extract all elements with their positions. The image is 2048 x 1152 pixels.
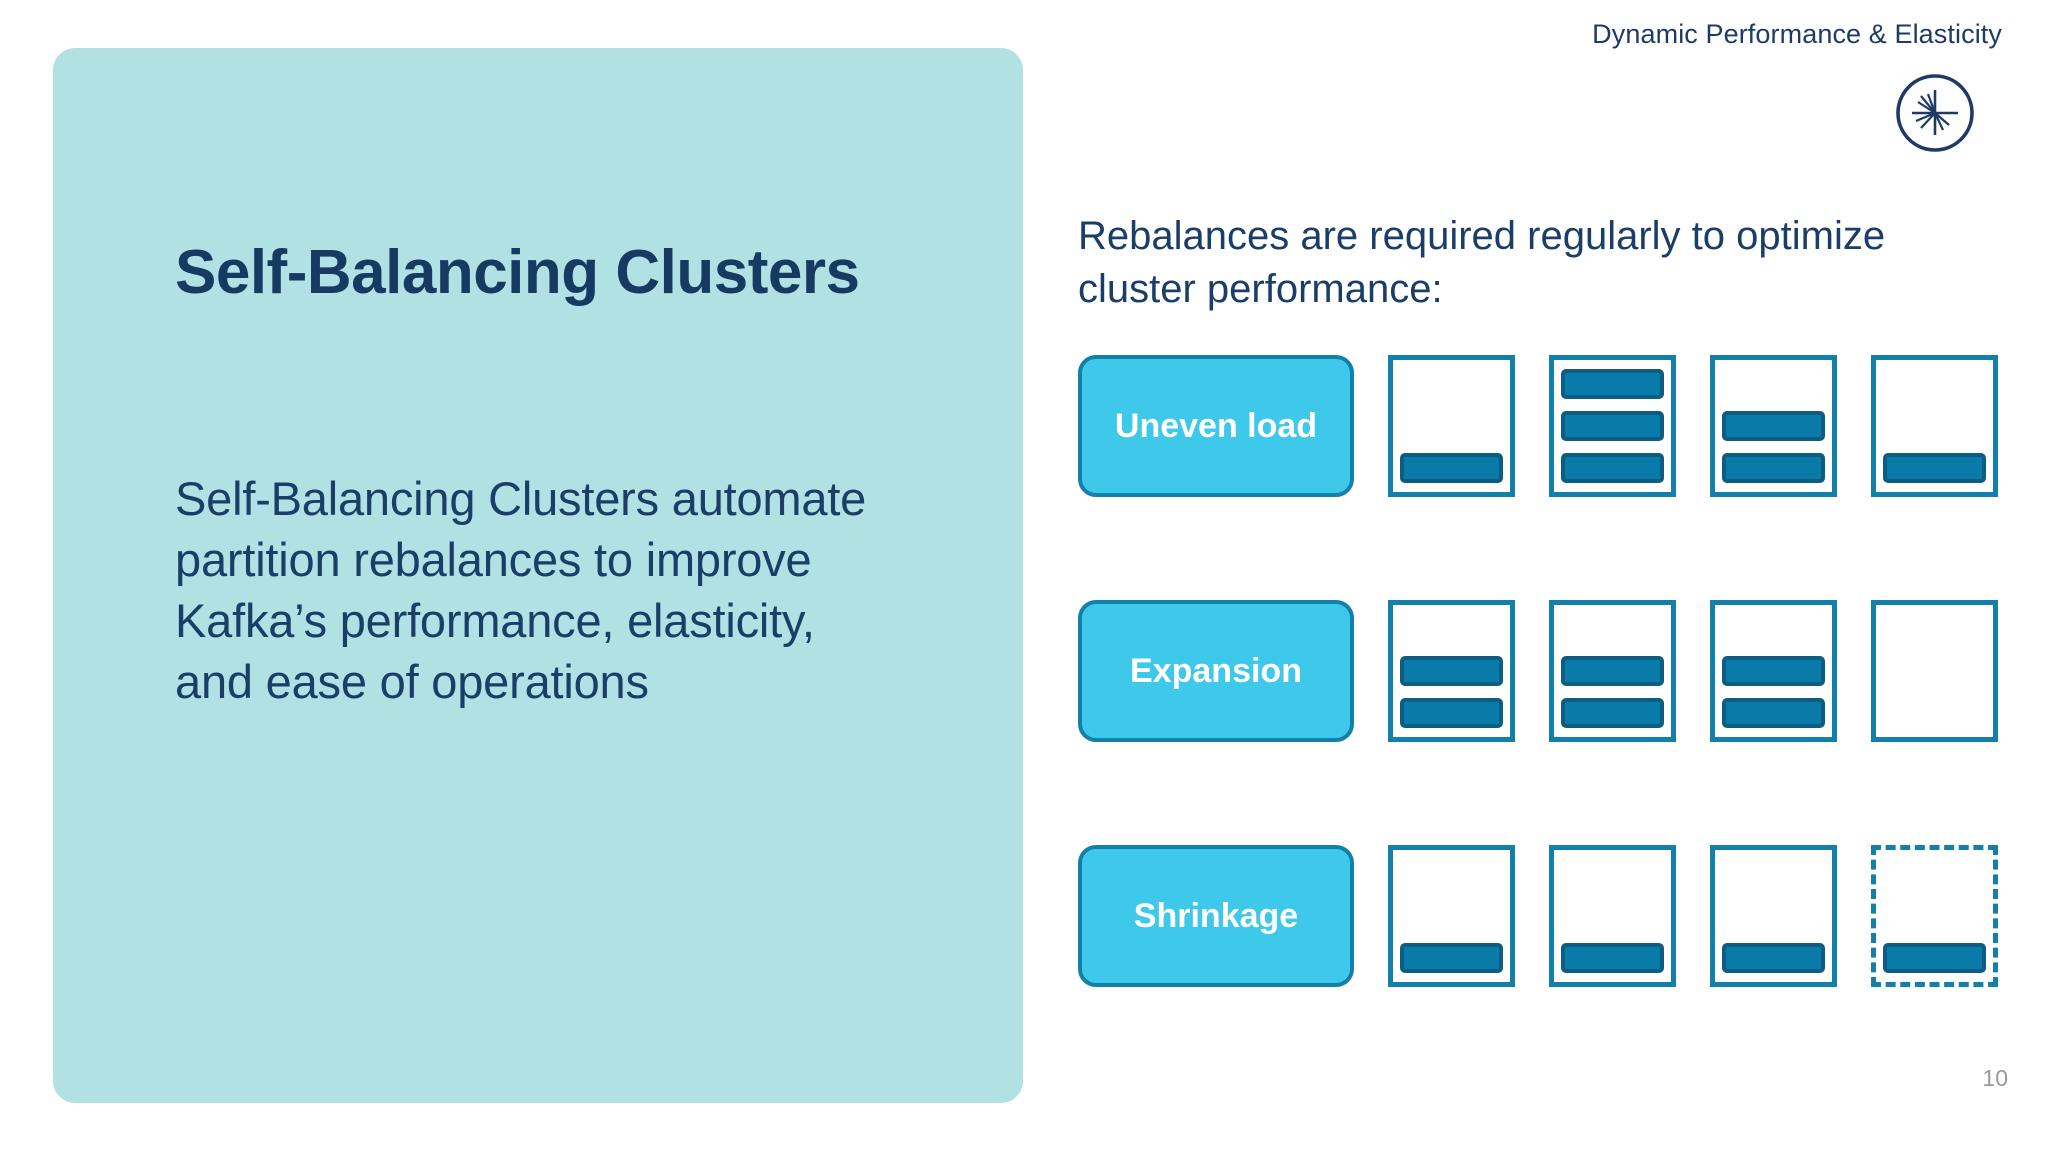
- scenario-row: Expansion: [1078, 600, 2013, 742]
- partition-slot: [1722, 411, 1825, 441]
- partition-bar: [1722, 943, 1825, 973]
- partition-bar: [1400, 698, 1503, 728]
- broker-box: [1549, 355, 1676, 497]
- partition-slot: [1400, 656, 1503, 686]
- broker-box: [1871, 600, 1998, 742]
- left-content-panel: Self-Balancing Clusters Self-Balancing C…: [53, 48, 1023, 1103]
- partition-bar: [1883, 453, 1986, 483]
- partition-bar: [1561, 943, 1664, 973]
- partition-bar: [1561, 698, 1664, 728]
- partition-slot: [1722, 943, 1825, 973]
- broker-box: [1388, 600, 1515, 742]
- broker-box: [1710, 355, 1837, 497]
- partition-bar: [1722, 698, 1825, 728]
- broker-box: [1388, 845, 1515, 987]
- partition-bar: [1722, 453, 1825, 483]
- broker-box: [1549, 845, 1676, 987]
- partition-slot: [1722, 453, 1825, 483]
- partition-slot: [1561, 453, 1664, 483]
- main-lede: Rebalances are required regularly to opt…: [1078, 214, 1886, 311]
- broker-box-group: [1388, 355, 1998, 497]
- broker-box: [1710, 600, 1837, 742]
- partition-slot: [1883, 943, 1986, 973]
- scenario-row: Shrinkage: [1078, 845, 2013, 987]
- partition-slot: [1722, 656, 1825, 686]
- broker-box-group: [1388, 845, 1998, 987]
- partition-slot: [1561, 656, 1664, 686]
- scenario-label-text: Uneven load: [1114, 406, 1318, 445]
- broker-box-removed: [1871, 845, 1998, 987]
- page-title: Self-Balancing Clusters: [175, 238, 860, 307]
- partition-bar: [1400, 943, 1503, 973]
- scenario-label-pill[interactable]: Expansion: [1078, 600, 1354, 742]
- broker-box: [1871, 355, 1998, 497]
- partition-bar: [1722, 656, 1825, 686]
- partition-bar: [1400, 453, 1503, 483]
- partition-slot: [1722, 698, 1825, 728]
- page-number: 10: [1982, 1065, 2008, 1091]
- scenario-label-text: Expansion: [1130, 651, 1302, 690]
- partition-slot: [1400, 453, 1503, 483]
- partition-slot: [1883, 453, 1986, 483]
- broker-box-group: [1388, 600, 1998, 742]
- scenario-row: Uneven load: [1078, 355, 2013, 497]
- partition-bar: [1400, 656, 1503, 686]
- partition-bar: [1561, 411, 1664, 441]
- partition-bar: [1561, 453, 1664, 483]
- scenario-label-text: Shrinkage: [1133, 896, 1299, 935]
- partition-bar: [1722, 411, 1825, 441]
- partition-bar: [1561, 369, 1664, 399]
- broker-box: [1388, 355, 1515, 497]
- panel-description: Self-Balancing Clusters automate partiti…: [175, 472, 867, 709]
- partition-bar: [1883, 943, 1986, 973]
- broker-box: [1549, 600, 1676, 742]
- section-eyebrow: Dynamic Performance & Elasticity: [1592, 19, 2002, 49]
- partition-slot: [1561, 943, 1664, 973]
- confluent-starburst-logo-icon: [1894, 72, 1976, 154]
- partition-slot: [1561, 698, 1664, 728]
- scenario-label-pill[interactable]: Shrinkage: [1078, 845, 1354, 987]
- partition-slot: [1400, 943, 1503, 973]
- partition-bar: [1561, 656, 1664, 686]
- scenario-label-pill[interactable]: Uneven load: [1078, 355, 1354, 497]
- partition-slot: [1561, 369, 1664, 399]
- broker-box: [1710, 845, 1837, 987]
- partition-slot: [1561, 411, 1664, 441]
- partition-slot: [1400, 698, 1503, 728]
